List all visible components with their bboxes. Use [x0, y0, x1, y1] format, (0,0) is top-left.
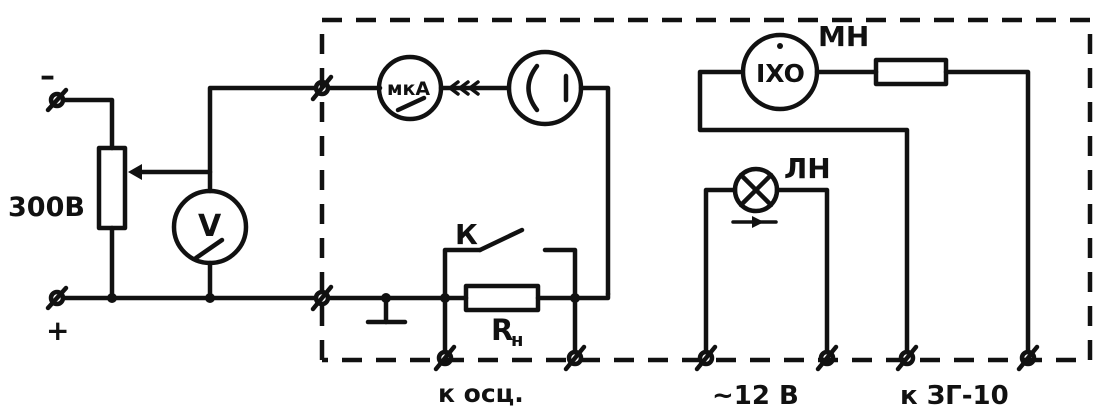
- wire: [535, 291, 611, 301]
- wire: [578, 85, 611, 297]
- junction: [381, 293, 391, 303]
- junction: [205, 293, 215, 303]
- wire: [703, 187, 738, 355]
- osc-terminal-2: [563, 344, 587, 372]
- minus-label: –: [40, 59, 55, 94]
- wire: [943, 69, 1031, 355]
- wire: [697, 69, 910, 355]
- generator-resistor: [873, 57, 949, 87]
- detector-tube: [506, 49, 584, 127]
- 12v-label: ~12 В: [712, 381, 799, 408]
- zg10-label: к ЗГ-10: [900, 381, 1009, 408]
- wire: [442, 247, 483, 301]
- lamp-arrow-icon: [731, 216, 778, 228]
- osc-terminal-1: [433, 344, 457, 372]
- microammeter-label: мкА: [387, 78, 430, 100]
- 12v-terminal-2: [815, 344, 839, 372]
- oscilloscope-label: к осц.: [438, 379, 524, 408]
- wire: [542, 247, 578, 301]
- wire: [207, 85, 319, 194]
- load-resistor: [463, 283, 541, 313]
- voltmeter-label: V: [198, 209, 222, 244]
- 12v-terminal-1: [694, 344, 718, 372]
- generator-label: МН: [818, 20, 869, 53]
- plus-label: +: [46, 314, 69, 347]
- signal-arrows-icon: [438, 80, 511, 96]
- wire: [60, 97, 115, 151]
- load-resistor-subscript: н: [511, 330, 523, 351]
- zg10-terminal-2: [1016, 344, 1040, 372]
- generator-symbol: IXO: [756, 59, 805, 88]
- potentiometer: [96, 145, 128, 231]
- load-resistor-label: R: [491, 313, 513, 347]
- source-voltage-label: 300В: [8, 192, 85, 223]
- zg10-terminal-1: [895, 344, 919, 372]
- wire: [774, 187, 830, 355]
- junction: [107, 293, 117, 303]
- wiper-arrow-icon: [128, 164, 142, 180]
- switch-label: К: [455, 218, 478, 251]
- lamp-label: ЛН: [784, 152, 831, 185]
- lamp: [732, 166, 780, 214]
- switch-blade: [477, 227, 525, 253]
